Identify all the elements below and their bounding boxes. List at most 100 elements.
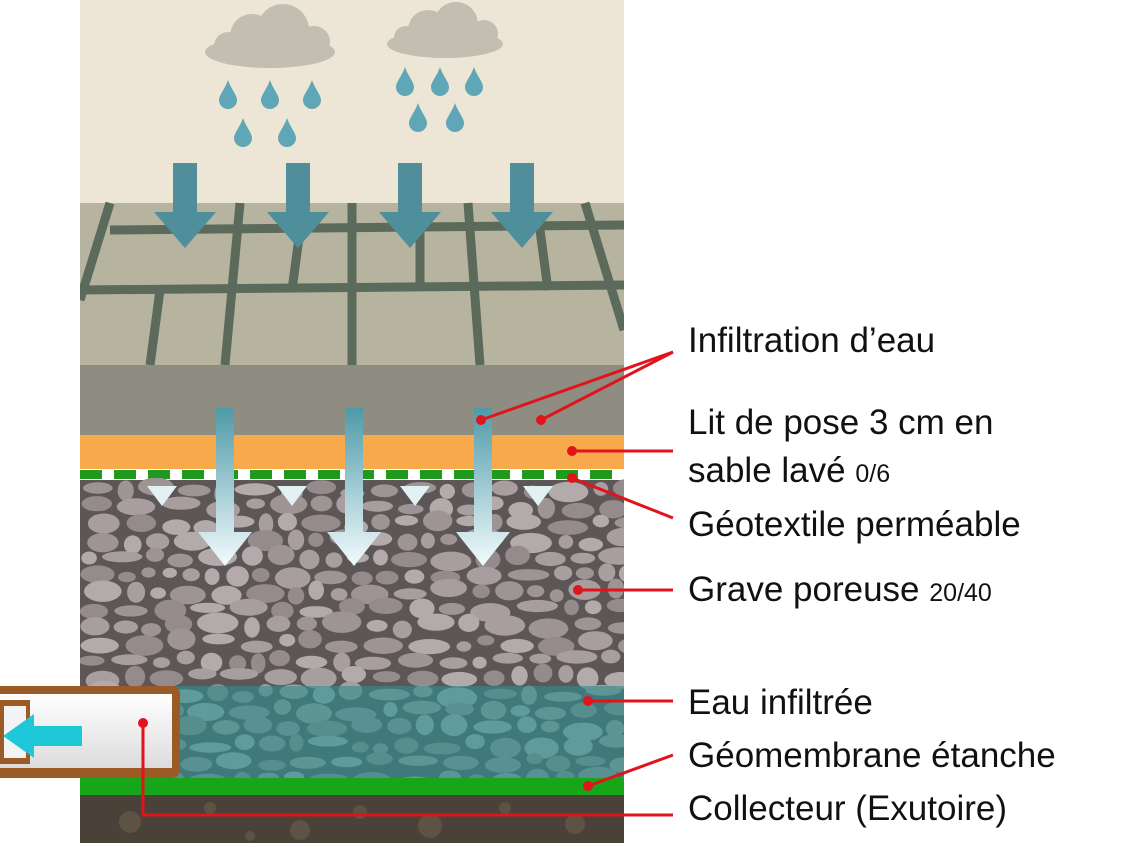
gravel-stone xyxy=(333,652,351,672)
gravel-stone xyxy=(375,570,399,585)
gravel-stone xyxy=(584,600,602,615)
gravel-stone xyxy=(226,566,249,587)
gravel-stone xyxy=(391,552,427,568)
label-geotextile: Géotextile perméable xyxy=(688,505,1021,544)
gravel-stone xyxy=(211,585,242,605)
gravel-stone xyxy=(145,547,165,562)
label-lit-de-pose-line1: Lit de pose 3 cm en xyxy=(688,403,994,442)
gravel-stone xyxy=(299,549,320,570)
left-arrow-icon xyxy=(3,714,82,758)
gravel-stone xyxy=(537,497,555,519)
gravel-stone xyxy=(266,615,291,632)
gravel-stone xyxy=(141,567,156,578)
gravel-stone xyxy=(298,630,322,649)
gravel-stone xyxy=(258,513,274,535)
gravel-stone xyxy=(408,639,451,655)
gravel-stone xyxy=(577,631,613,651)
gravel-stone xyxy=(114,605,148,617)
soil-texture xyxy=(119,802,585,841)
callout-infiltration-1 xyxy=(480,350,674,422)
gravel-stone xyxy=(533,663,553,683)
gravel-stone xyxy=(267,544,295,566)
gravel-stone xyxy=(420,532,435,549)
callout-infiltration-1-dot xyxy=(476,415,486,425)
gravel-stone xyxy=(234,483,276,496)
gravel-stone xyxy=(537,637,575,656)
collector-pipe xyxy=(0,686,180,778)
gravel-stone xyxy=(528,618,569,639)
gravel-stone xyxy=(202,633,235,645)
gravel-stone xyxy=(430,579,467,597)
gravel-stone xyxy=(295,655,328,669)
gravel-stone xyxy=(287,587,305,605)
gravel-stone xyxy=(264,669,298,686)
gravel-stone xyxy=(417,613,455,631)
gravel-stone xyxy=(561,502,595,519)
gravel-stone xyxy=(492,652,523,664)
gravel-stone xyxy=(439,483,455,499)
gravel-stone xyxy=(325,640,358,653)
gravel-stone xyxy=(392,620,412,639)
gravel-stone xyxy=(149,670,184,687)
gravel-stone xyxy=(495,581,524,601)
gravel-stone xyxy=(500,638,534,654)
gravel-stone xyxy=(404,569,425,584)
gravel-stone xyxy=(604,672,624,689)
gravel-stone xyxy=(629,725,666,736)
gravel-stone xyxy=(614,517,624,529)
gravel-stone xyxy=(483,670,505,686)
gravel-stone xyxy=(80,603,109,619)
gravel-stone xyxy=(438,602,466,615)
gravel-stone xyxy=(162,519,191,535)
gravel-stone xyxy=(200,652,223,673)
raindrop-icon xyxy=(431,67,449,96)
gravel-stone xyxy=(204,568,220,585)
gravel-stone xyxy=(606,598,624,613)
gravel-stone xyxy=(81,496,113,512)
raindrop-icon xyxy=(261,80,279,109)
gravel-stone xyxy=(363,637,403,654)
gravel-stone xyxy=(274,567,311,589)
gravel-stone xyxy=(472,584,490,599)
gravel-stone xyxy=(341,666,366,683)
gravel-stone xyxy=(564,599,579,616)
gravel-stone xyxy=(394,515,419,526)
gravel-stone xyxy=(575,567,595,580)
gravel-stone xyxy=(354,656,392,670)
label-collecteur: Collecteur (Exutoire) xyxy=(688,789,1007,828)
raindrop-icon xyxy=(278,118,296,147)
gravel-stone xyxy=(505,545,530,566)
label-geomembrane: Géomembrane étanche xyxy=(688,736,1056,775)
gravel-stone xyxy=(241,546,263,566)
gravel-stone xyxy=(240,640,273,653)
gravel-stone xyxy=(80,637,119,654)
gravel-stone xyxy=(484,615,526,636)
sky-band xyxy=(80,0,624,205)
gravel-stone xyxy=(190,602,226,613)
gravel-stone xyxy=(361,500,393,512)
gravel-stone xyxy=(117,480,134,502)
gravel-stone xyxy=(439,657,468,669)
gravel-stone xyxy=(116,498,156,516)
gravel-stone xyxy=(188,668,217,680)
gravel-stone xyxy=(372,671,401,683)
label-infiltration: Infiltration d’eau xyxy=(688,321,936,360)
gravel-stone xyxy=(368,597,403,614)
gravel-stone xyxy=(102,551,143,563)
callout-geomembrane xyxy=(587,753,674,788)
cloud-icon xyxy=(205,4,335,68)
gravel-stone xyxy=(80,655,105,666)
gravel-stone xyxy=(516,599,559,613)
gravel-stone xyxy=(527,585,545,598)
callout-infiltration-2-dot xyxy=(536,415,546,425)
gravel-stone xyxy=(549,589,564,602)
gravel-stone xyxy=(599,500,624,519)
gravel-stone xyxy=(182,568,200,582)
gravel-stone xyxy=(150,587,167,599)
down-arrow-icon xyxy=(456,408,510,566)
callout-lit-de-pose-dot xyxy=(567,446,577,456)
label-lit-de-pose-line2: sable lavé 0/6 xyxy=(688,451,890,494)
gravel-stone xyxy=(472,656,487,669)
cloud-icon xyxy=(387,2,503,58)
